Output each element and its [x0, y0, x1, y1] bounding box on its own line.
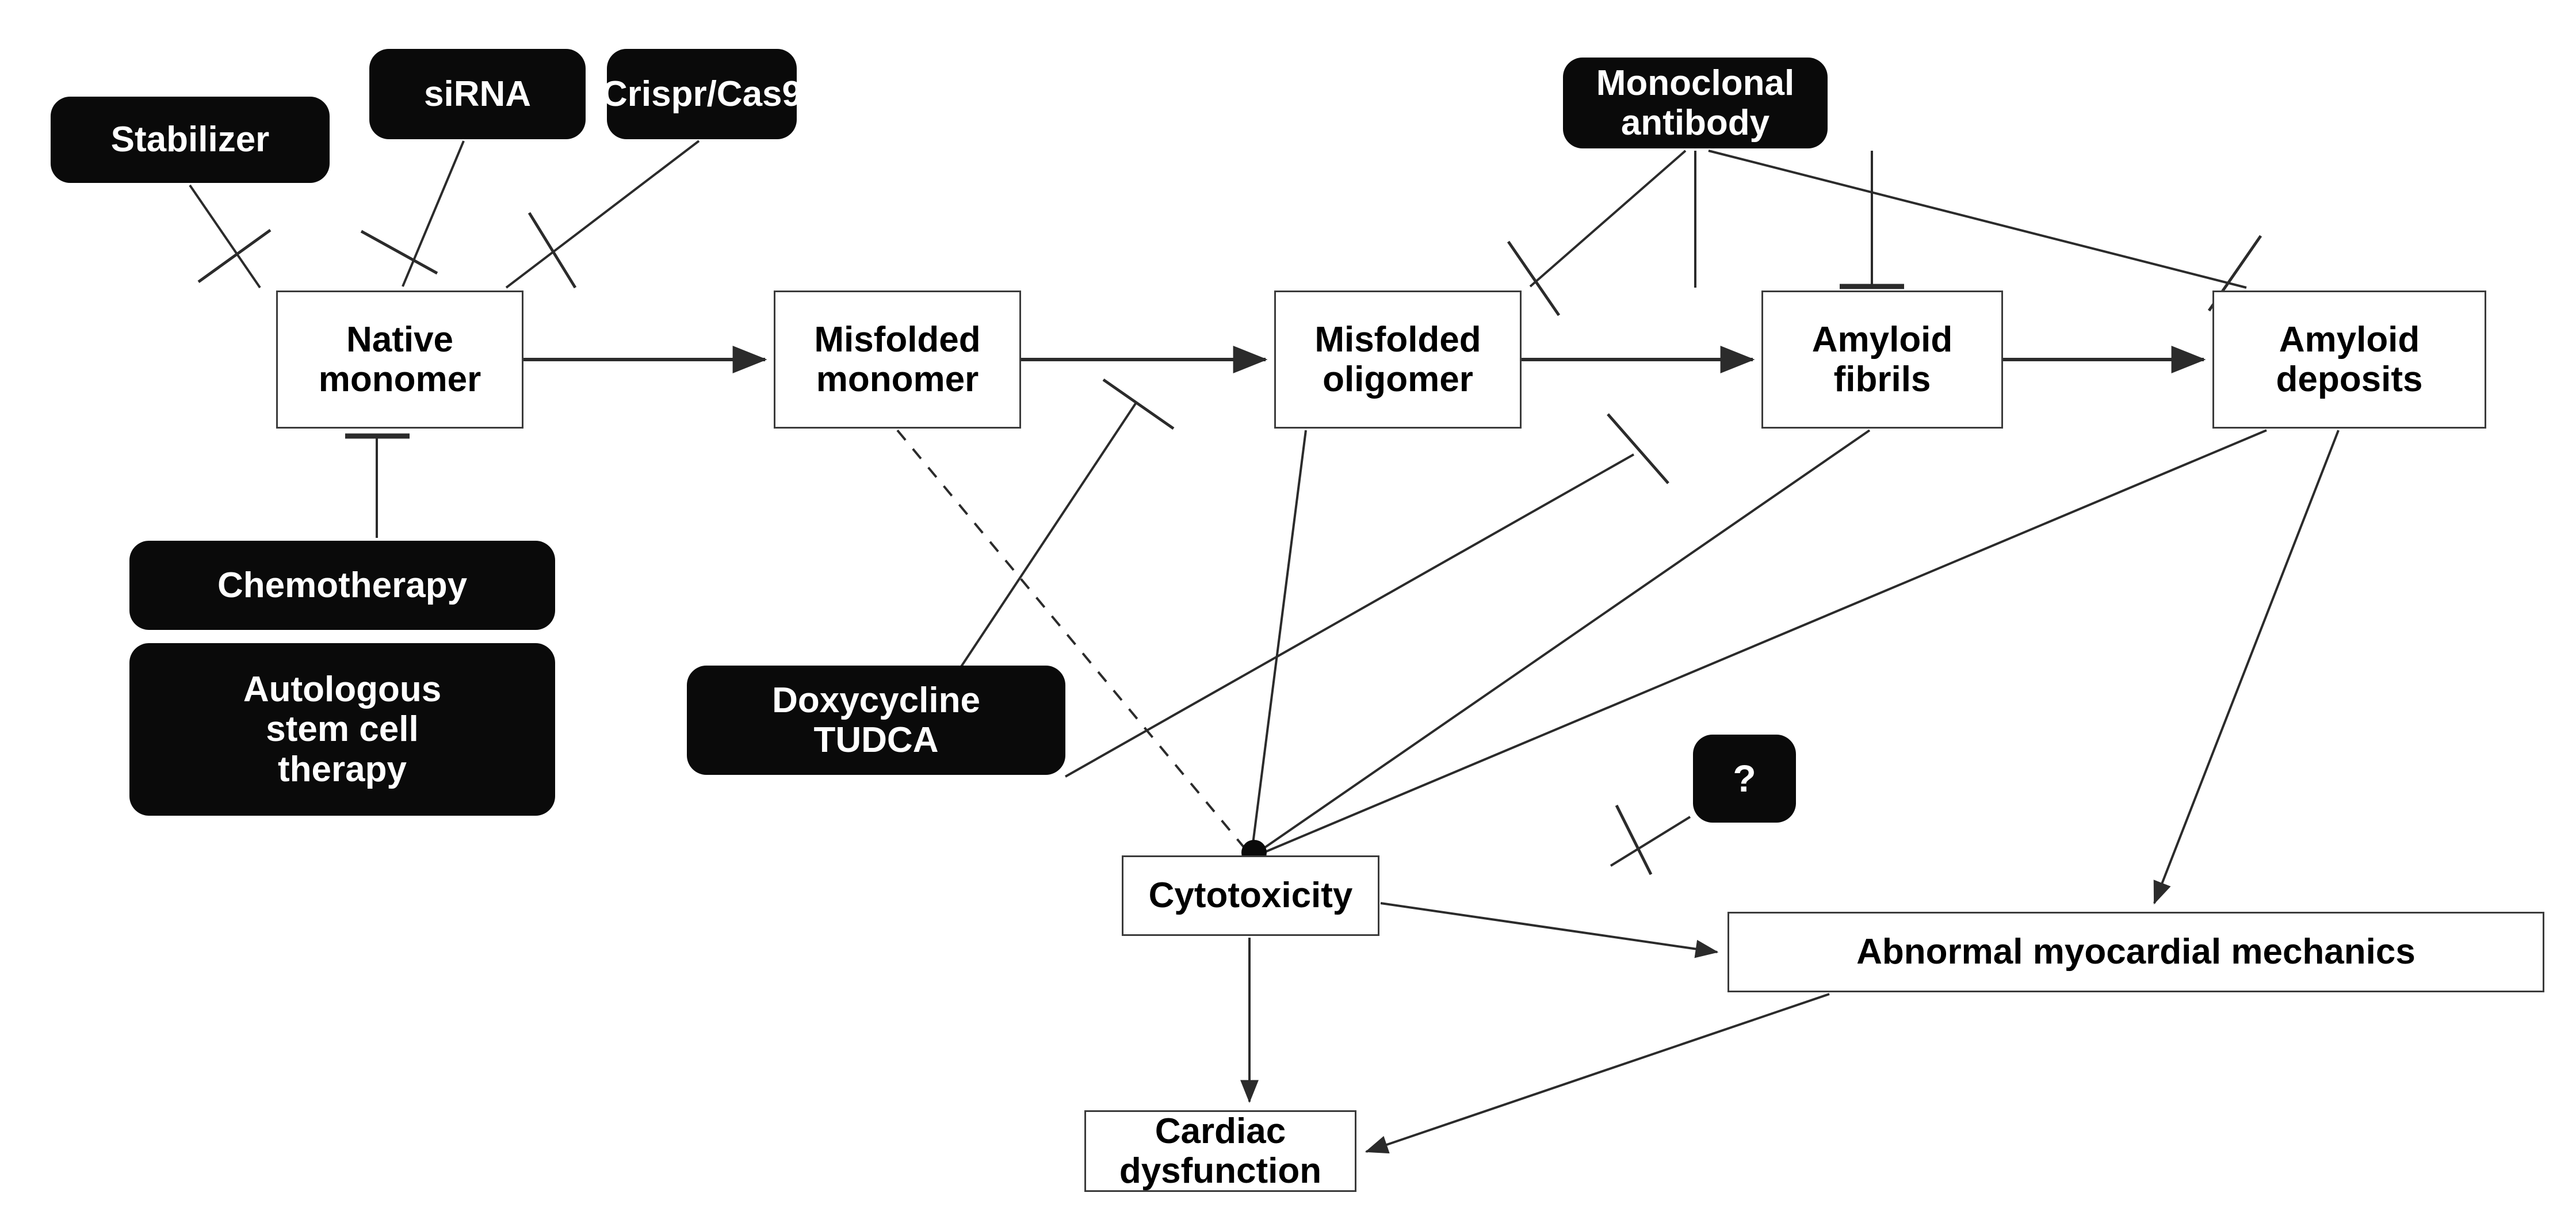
edge-deposits-to-abnormal-mechanics	[2153, 430, 2340, 905]
edge-deposits-to-cytotoxicity	[1260, 429, 2267, 855]
node-autologous-stem-cell-therapy[interactable]: Autologous stem cell therapy	[129, 643, 555, 816]
node-cardiac-dysfunction[interactable]: Cardiac dysfunction	[1084, 1110, 1356, 1192]
node-misfolded-oligomer[interactable]: Misfolded oligomer	[1274, 291, 1522, 429]
edge-unknown-inhibits-mechanics	[1610, 816, 1691, 867]
node-label-chemotherapy: Chemotherapy	[217, 565, 468, 605]
edge-oligomer-to-cytotoxicity	[1251, 430, 1307, 853]
edge-mab-inhibits-deposits	[1708, 150, 2247, 289]
node-label-doxycycline-tudca: Doxycycline TUDCA	[772, 680, 980, 760]
node-label-native-monomer: Native monomer	[318, 319, 481, 399]
edge-mab-inhibits-oligomer	[1529, 150, 1687, 288]
inhibitor-bar-mab-oligomer	[1507, 240, 1561, 316]
edge-doxycycline-inhibits-oligomerization	[960, 402, 1137, 668]
node-doxycycline-tudca[interactable]: Doxycycline TUDCA	[687, 666, 1065, 775]
node-label-abnormal-myocardial-mechanics: Abnormal myocardial mechanics	[1856, 932, 2416, 972]
node-label-misfolded-monomer: Misfolded monomer	[814, 319, 981, 399]
edge-doxycycline-inhibits-fibril-formation	[1065, 453, 1634, 778]
node-label-autologous-stem-cell-therapy: Autologous stem cell therapy	[243, 669, 442, 789]
node-label-stabilizer: Stabilizer	[110, 120, 270, 160]
node-label-amyloid-fibrils: Amyloid fibrils	[1811, 319, 1953, 399]
edge-sirna-inhibits-native	[402, 140, 465, 287]
node-misfolded-monomer[interactable]: Misfolded monomer	[774, 291, 1021, 429]
node-native-monomer[interactable]: Native monomer	[276, 291, 523, 429]
inhibitor-bar-stabilizer	[197, 228, 272, 284]
node-label-amyloid-deposits: Amyloid deposits	[2276, 319, 2423, 399]
edge-fibrils-to-cytotoxicity	[1256, 429, 1871, 854]
node-label-cardiac-dysfunction: Cardiac dysfunction	[1119, 1111, 1322, 1191]
node-label-monoclonal-antibody: Monoclonal antibody	[1596, 63, 1795, 143]
edge-stabilizer-inhibits-native	[189, 184, 261, 289]
node-chemotherapy[interactable]: Chemotherapy	[129, 541, 555, 630]
edge-crispr-inhibits-native	[505, 140, 700, 289]
node-cytotoxicity[interactable]: Cytotoxicity	[1122, 855, 1379, 936]
node-amyloid-fibrils[interactable]: Amyloid fibrils	[1761, 291, 2003, 429]
node-monoclonal-antibody[interactable]: Monoclonal antibody	[1563, 58, 1828, 148]
edge-misfolded-monomer-to-cytotoxicity	[896, 429, 1249, 854]
node-label-misfolded-oligomer: Misfolded oligomer	[1314, 319, 1481, 399]
node-label-crispr-cas9: Crispr/Cas9	[601, 74, 802, 114]
inhibitor-bar-doxycycline-a	[1102, 378, 1175, 430]
inhibitor-bar-doxycycline-b	[1607, 413, 1669, 484]
edge-abnormal-mechanics-to-cardiac-dysfunction	[1365, 993, 1830, 1154]
node-label-cytotoxicity: Cytotoxicity	[1148, 876, 1353, 916]
node-amyloid-deposits[interactable]: Amyloid deposits	[2212, 291, 2486, 429]
inhibitor-bar-unknown	[1615, 804, 1653, 876]
node-unknown-mechanism[interactable]: ?	[1693, 735, 1796, 823]
node-sirna[interactable]: siRNA	[369, 49, 586, 139]
inhibitor-bar-sirna	[360, 230, 438, 275]
node-stabilizer[interactable]: Stabilizer	[51, 97, 330, 183]
edge-cytotoxicity-to-abnormal-mechanics	[1380, 902, 1719, 958]
node-crispr-cas9[interactable]: Crispr/Cas9	[602, 49, 802, 139]
inhibitor-bar-crispr	[528, 212, 577, 289]
node-label-unknown-mechanism: ?	[1733, 756, 1756, 800]
node-abnormal-myocardial-mechanics[interactable]: Abnormal myocardial mechanics	[1727, 912, 2544, 992]
node-label-sirna: siRNA	[423, 74, 532, 114]
